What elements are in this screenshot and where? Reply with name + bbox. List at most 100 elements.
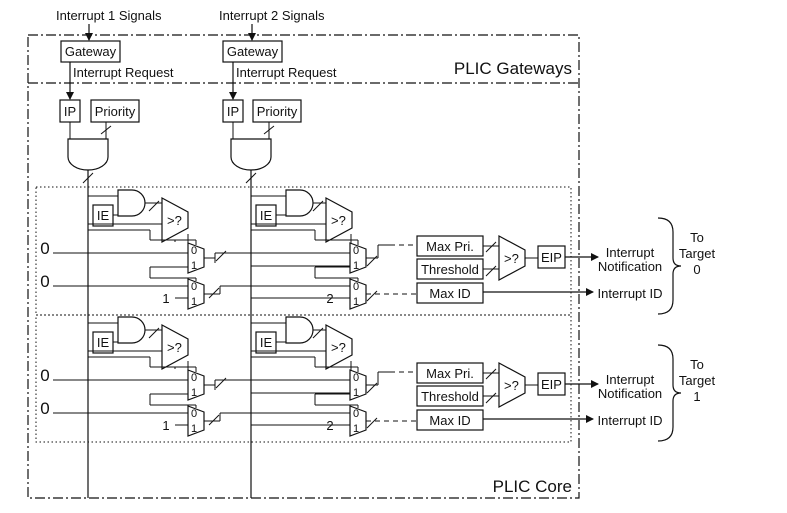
comparator-2	[325, 323, 353, 371]
mux-input-0-label: 0	[191, 245, 197, 257]
compare-label: >?	[167, 213, 182, 228]
interrupt-request-1-label: Interrupt Request	[73, 65, 174, 80]
bus-width-mark	[312, 200, 324, 212]
id-1-label: 1	[162, 418, 169, 433]
bus-width-mark	[208, 287, 220, 299]
const-zero-label: 0	[40, 239, 49, 258]
mux-input-0-label: 0	[353, 281, 359, 293]
svg-text:IP: IP	[227, 104, 239, 119]
mux-input-1-label: 1	[353, 260, 359, 272]
plic-outer-frame	[27, 34, 580, 499]
target-label: Target	[679, 373, 716, 388]
bus-width-mark	[366, 382, 378, 394]
priority-mux-2	[349, 242, 367, 274]
bus-width-mark	[215, 377, 227, 389]
and-gate-ie-2	[285, 316, 314, 344]
to-label: To	[690, 357, 704, 372]
mux-input-0-label: 0	[191, 408, 197, 420]
const-zero-label: 0	[40, 399, 49, 418]
bus-width-mark	[366, 290, 378, 302]
bus-width-mark	[208, 414, 220, 426]
max-id-label: Max ID	[429, 413, 470, 428]
ie-1-label: IE	[97, 335, 110, 350]
id-mux-2	[349, 278, 367, 310]
bus-width-mark	[366, 417, 378, 429]
gateway-2-label: Gateway	[227, 44, 279, 59]
priority-mux-1	[187, 242, 205, 274]
interrupt-id-label: Interrupt ID	[597, 286, 662, 301]
comparator-1	[161, 196, 189, 244]
and-gate-ie-1	[117, 316, 146, 344]
interrupt-notification-label: Interrupt	[606, 372, 655, 387]
mux-input-1-label: 1	[191, 423, 197, 435]
id-mux-1	[187, 278, 205, 310]
plic-core-label: PLIC Core	[493, 477, 572, 496]
and-gate-1	[67, 138, 109, 171]
gateway-1-box	[60, 40, 121, 63]
svg-text:IP: IP	[64, 104, 76, 119]
const-zero-label: 0	[40, 366, 49, 385]
final-comparator	[498, 234, 526, 282]
compare-label: >?	[167, 340, 182, 355]
id-1-label: 1	[162, 291, 169, 306]
target-label: Target	[679, 246, 716, 261]
compare-label: >?	[331, 213, 346, 228]
ie-2-label: IE	[260, 335, 273, 350]
interrupt1-signals-label: Interrupt 1 Signals	[56, 8, 162, 23]
mux-input-1-label: 1	[353, 423, 359, 435]
max-id-box	[416, 409, 484, 431]
and-gate-ie-2	[285, 189, 314, 217]
mux-input-1-label: 1	[191, 296, 197, 308]
target-1-region	[35, 314, 572, 443]
mux-input-1-label: 1	[353, 387, 359, 399]
eip-label: EIP	[541, 250, 562, 265]
interrupt-notification-label: Interrupt	[606, 245, 655, 260]
compare-label: >?	[504, 251, 519, 266]
threshold-label: Threshold	[421, 389, 479, 404]
max-pri-label: Max Pri.	[426, 239, 474, 254]
bus-width-mark	[215, 250, 227, 262]
interrupt2-signals-label: Interrupt 2 Signals	[219, 8, 325, 23]
threshold-label: Threshold	[421, 262, 479, 277]
mux-input-1-label: 1	[191, 260, 197, 272]
mux-input-0-label: 0	[191, 372, 197, 384]
gateway-1-label: Gateway	[65, 44, 117, 59]
svg-text:Priority: Priority	[257, 104, 298, 119]
bus-width-mark	[485, 265, 497, 277]
id-2-label: 2	[326, 418, 333, 433]
max-pri-label: Max Pri.	[426, 366, 474, 381]
priority-mux-2	[349, 369, 367, 401]
target-number-label: 1	[693, 389, 700, 404]
bus-width-mark	[148, 200, 160, 212]
final-comparator	[498, 361, 526, 409]
mux-input-0-label: 0	[353, 408, 359, 420]
comparator-2	[325, 196, 353, 244]
target-brace	[657, 344, 682, 442]
and-gate-2	[230, 138, 272, 171]
target-number-label: 0	[693, 262, 700, 277]
plic-gateways-label: PLIC Gateways	[454, 59, 572, 78]
compare-label: >?	[504, 378, 519, 393]
ie-2-label: IE	[260, 208, 273, 223]
id-mux-1	[187, 405, 205, 437]
mux-input-0-label: 0	[353, 245, 359, 257]
mux-input-0-label: 0	[191, 281, 197, 293]
target-brace	[657, 217, 682, 315]
const-zero-label: 0	[40, 272, 49, 291]
max-id-box	[416, 282, 484, 304]
id-mux-2	[349, 405, 367, 437]
gateway-2-box	[222, 40, 283, 63]
bus-width-mark	[485, 392, 497, 404]
compare-label: >?	[331, 340, 346, 355]
priority-2-box	[252, 99, 302, 123]
mux-input-1-label: 1	[191, 387, 197, 399]
eip-label: EIP	[541, 377, 562, 392]
bus-width-mark	[485, 241, 497, 253]
priority-1-box	[90, 99, 140, 123]
mux-input-1-label: 1	[353, 296, 359, 308]
priority-mux-1	[187, 369, 205, 401]
